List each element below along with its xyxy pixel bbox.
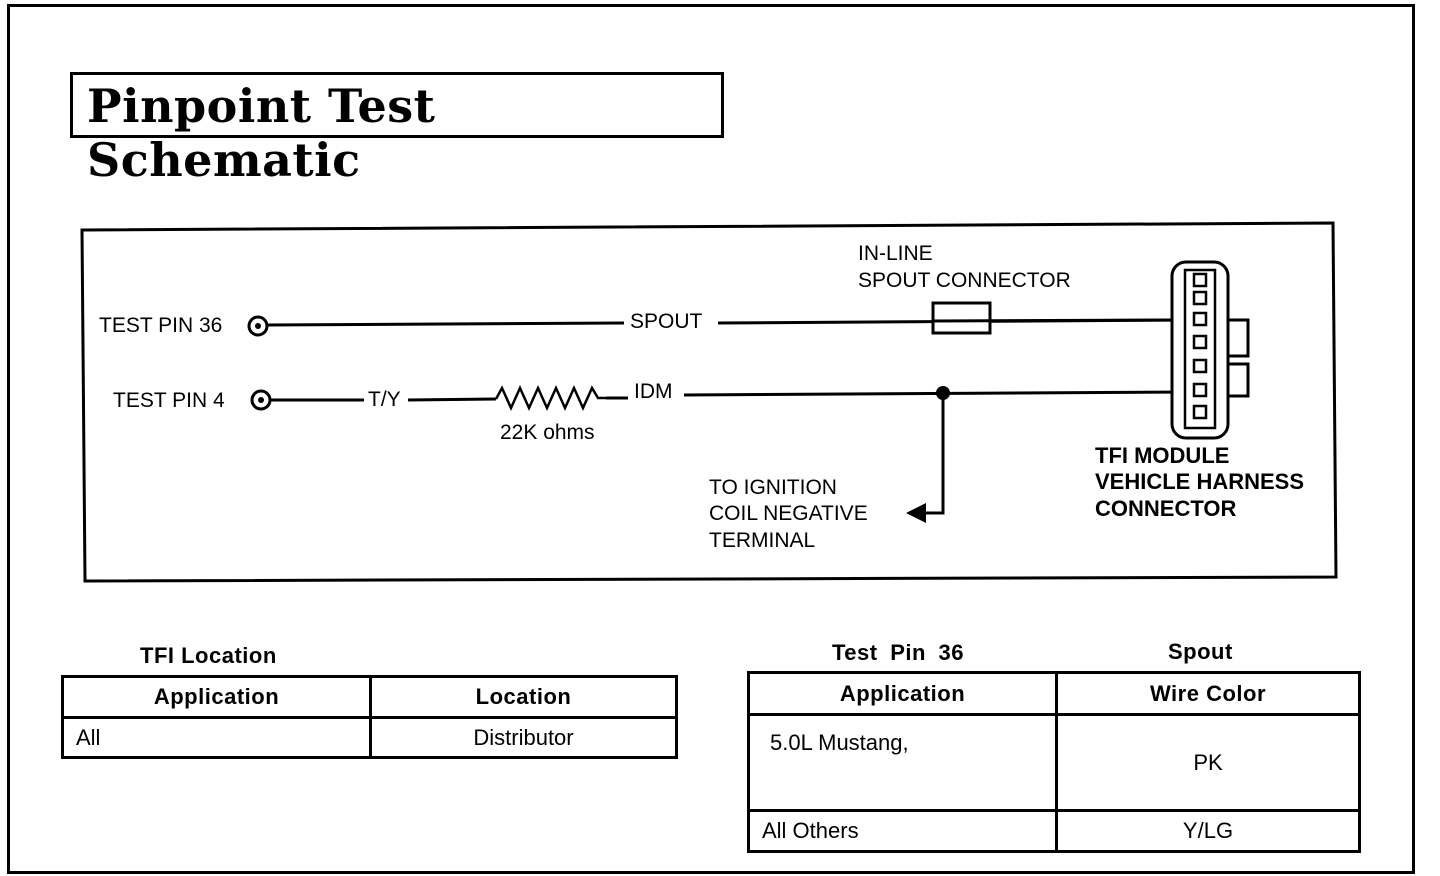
arrow-left-icon	[906, 503, 926, 523]
idm-wire-label: IDM	[634, 380, 673, 403]
schematic-border	[80, 221, 1338, 583]
table-header-row: Application Location	[61, 675, 678, 719]
ty-wire-label: T/Y	[368, 388, 401, 411]
cell-location: Distributor	[369, 716, 678, 759]
title-box: Pinpoint Test Schematic	[70, 72, 724, 187]
header-location: Location	[369, 675, 678, 719]
ty-wire-right	[407, 397, 497, 402]
inline-connector-label-line1: IN-LINE	[858, 242, 933, 265]
resistor-icon	[494, 384, 606, 412]
header-application: Application	[747, 671, 1058, 716]
pin36-caption: Test Pin 36	[832, 640, 965, 665]
spout-caption: Spout	[1168, 639, 1233, 664]
ignition-label-line2: COIL NEGATIVE	[709, 502, 868, 525]
tfi-connector-label-line2: VEHICLE HARNESS	[1095, 469, 1304, 494]
page-frame	[7, 4, 1415, 874]
cell-application: 5.0L Mustang,	[747, 713, 1058, 812]
resistor-value-label: 22K ohms	[500, 421, 595, 444]
ignition-label-line1: TO IGNITION	[709, 476, 837, 499]
header-application: Application	[61, 675, 372, 719]
table-row: All Others Y/LG	[747, 809, 1361, 853]
table-row: 5.0L Mustang, PK	[747, 713, 1361, 812]
test-pin-36-label: TEST PIN 36	[99, 314, 222, 337]
inline-connector-wire	[932, 318, 1191, 323]
cell-application: All	[61, 716, 372, 759]
cell-application: All Others	[747, 809, 1058, 853]
inline-spout-connector-icon	[931, 301, 992, 335]
test-pin-36-terminal-icon	[247, 315, 269, 337]
tfi-connector-label-line1: TFI MODULE	[1095, 443, 1229, 468]
tfi-location-caption: TFI Location	[140, 643, 277, 668]
pin36-table: Application Wire Color 5.0L Mustang, PK …	[747, 671, 1361, 853]
header-wire-color: Wire Color	[1055, 671, 1361, 716]
test-pin-4-label: TEST PIN 4	[113, 389, 225, 412]
page-title: Pinpoint Test Schematic	[87, 79, 436, 187]
table-header-row: Application Wire Color	[747, 671, 1361, 716]
tfi-connector-label-line3: CONNECTOR	[1095, 496, 1236, 521]
table-row: All Distributor	[61, 716, 678, 759]
tfi-location-table: Application Location All Distributor	[61, 675, 678, 759]
spout-wire-label: SPOUT	[630, 310, 703, 333]
cell-wire-color: Y/LG	[1055, 809, 1361, 853]
spout-wire-left	[266, 321, 625, 327]
ignition-label-line3: TERMINAL	[709, 529, 815, 552]
test-pin-4-terminal-icon	[250, 389, 272, 411]
tfi-harness-connector-icon	[1170, 260, 1250, 440]
ignition-branch-wire	[922, 393, 945, 515]
cell-wire-color: PK	[1055, 713, 1361, 812]
inline-connector-label-line2: SPOUT CONNECTOR	[858, 269, 1071, 292]
